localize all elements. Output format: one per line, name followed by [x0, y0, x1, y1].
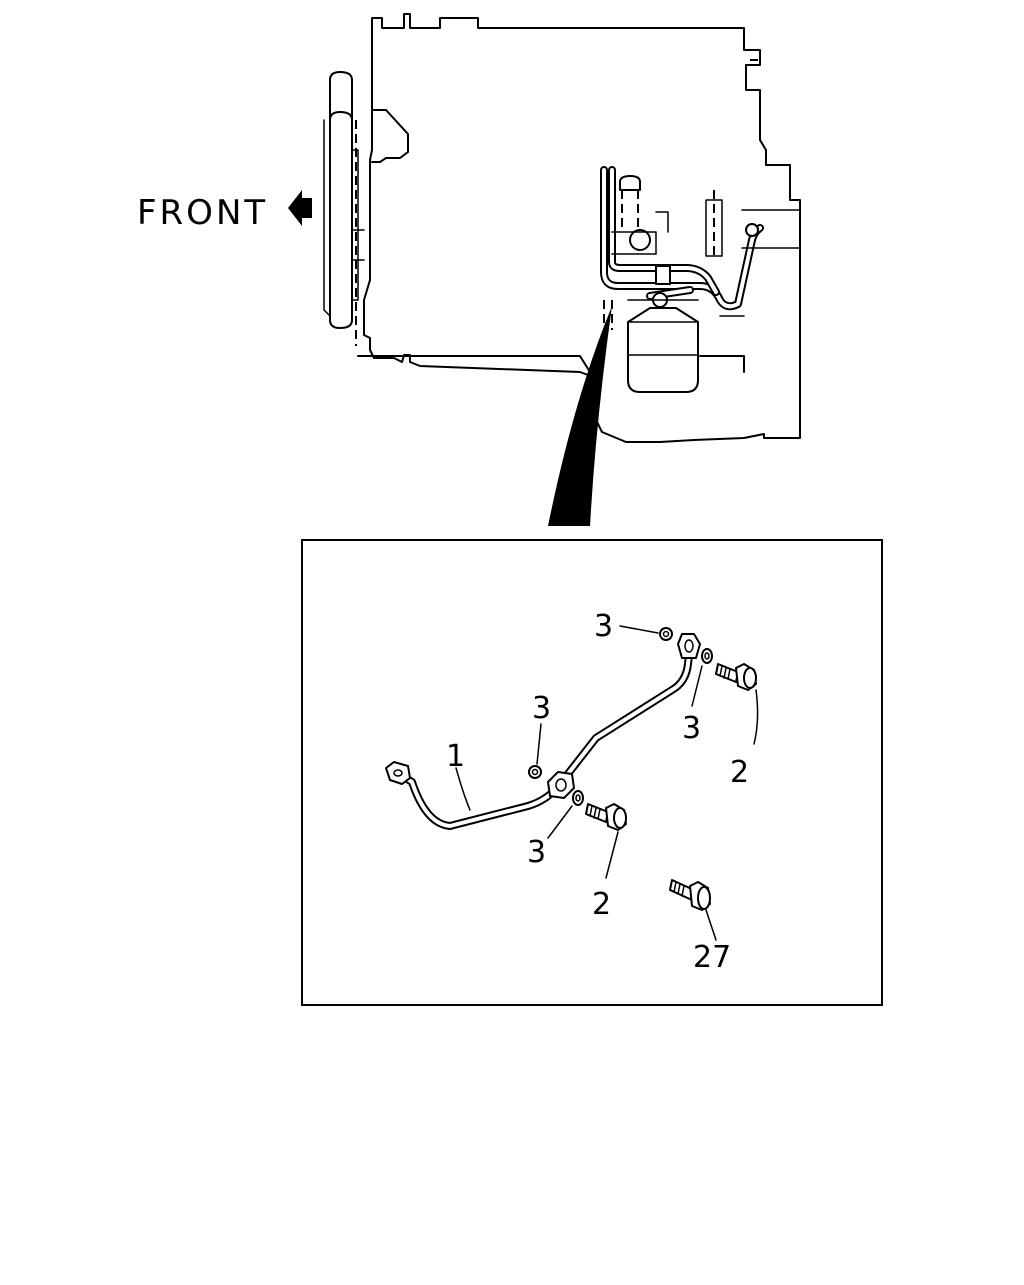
callout-washer-mid: 3 — [532, 691, 551, 726]
washer-upper-right — [701, 648, 713, 664]
callout-bolt-lower: 2 — [592, 887, 611, 922]
eyebolt-lower — [585, 803, 627, 831]
detail-view: 1 2 2 3 3 3 3 27 — [301, 539, 883, 1006]
callouts: 1 2 2 3 3 3 3 27 — [446, 609, 749, 975]
leader-lines — [455, 625, 759, 941]
engine-block-outline — [363, 13, 801, 443]
front-pulley — [323, 71, 365, 346]
callout-washer-upper-right: 3 — [682, 711, 701, 746]
front-direction-label: FRONT — [137, 193, 268, 233]
washer-mid — [528, 765, 542, 779]
washer-top — [659, 627, 673, 641]
detail-leader-wedge — [548, 306, 612, 526]
engine-overview: FRONT — [137, 13, 801, 526]
callout-bolt-separate: 27 — [693, 940, 731, 975]
oil-pan-line — [357, 355, 591, 373]
callout-washer-top: 3 — [594, 609, 613, 644]
starter-bracket — [705, 199, 723, 257]
washer-lower — [572, 790, 584, 806]
eyebolt-upper — [715, 663, 757, 691]
callout-washer-lower: 3 — [527, 835, 546, 870]
dipstick-plug — [611, 175, 669, 255]
front-cover-edge — [371, 109, 409, 163]
callout-pipe: 1 — [446, 739, 465, 774]
front-arrow-icon — [288, 190, 312, 226]
oil-pipe — [385, 633, 701, 830]
oil-filter — [627, 307, 699, 393]
flange-bolt — [669, 879, 711, 911]
callout-bolt-upper: 2 — [730, 755, 749, 790]
overview-pipe-route — [600, 166, 764, 311]
